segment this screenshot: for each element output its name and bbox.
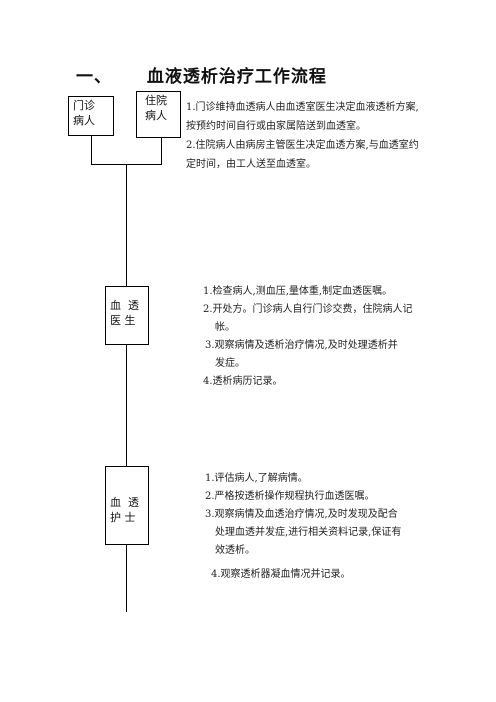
outpatient-label-line1: 门诊: [73, 99, 95, 112]
nurse-box: 血 透 护 士: [105, 466, 149, 545]
doctor-notes: 1.检查病人,测血压,量体重,制定血透医嘱。 2.开处方。门诊病人自行门诊交费，…: [203, 283, 413, 391]
doctor-note-line: 4.透析病历记录。: [203, 376, 283, 387]
nurse-note-line: 1.评估病人,了解病情。: [205, 473, 308, 484]
inpatient-label-line1: 住院: [145, 94, 167, 107]
nurse-label-line2: 护 士: [110, 511, 136, 524]
outpatient-down-line: [91, 136, 92, 165]
title-text: 血液透析治疗工作流程: [146, 67, 327, 87]
doctor-note-line: 2.开处方。门诊病人自行门诊交费，住院病人记: [203, 304, 413, 315]
admission-note-line: 1.门诊维持血透病人由血透室医生决定血液透析方案,: [186, 102, 419, 113]
inpatient-down-line: [161, 138, 162, 165]
nurse-note-line: 3.观察病情及血透治疗情况,及时发现及配合: [205, 509, 398, 520]
doctor-note-line: 帐。: [215, 322, 235, 333]
main-flow-line-2: [126, 345, 127, 466]
inpatient-label-line2: 病人: [145, 109, 167, 122]
nurse-note-line: 效透析。: [215, 545, 255, 556]
main-flow-line-1: [126, 164, 127, 286]
main-flow-line-3: [126, 545, 127, 612]
admission-note-line: 按预约时间自行或由家属陪送到血透室。: [186, 121, 366, 132]
doctor-note-line: 1.检查病人,测血压,量体重,制定血透医嘱。: [203, 286, 393, 297]
admission-notes: 1.门诊维持血透病人由血透室医生决定血液透析方案, 按预约时间自行或由家属陪送到…: [186, 98, 419, 174]
doctor-label-line2: 医 生: [110, 314, 136, 327]
nurse-note-line: 4.观察透析器凝血情况并记录。: [211, 569, 351, 580]
doctor-box: 血 透 医 生: [105, 286, 149, 345]
nurse-note-line: 处理血透并发症,进行相关资料记录,保证有: [215, 527, 402, 538]
doctor-note-line: 发症。: [215, 358, 245, 369]
doctor-label-line1: 血 透: [110, 299, 139, 312]
section-number: 一、: [76, 67, 112, 87]
nurse-notes: 1.评估病人,了解病情。 2.严格按透析操作规程执行血透医嘱。 3.观察病情及血…: [203, 470, 401, 584]
admission-note-line: 2.住院病人由病房主管医生决定血透方案,与血透室约: [186, 140, 419, 151]
doctor-note-line: 3.观察病情及透析治疗情况,及时处理透析并: [205, 340, 398, 351]
admission-note-line: 定时间，由工人送至血透室。: [186, 159, 316, 170]
outpatient-box: 门诊 病人: [68, 96, 114, 136]
nurse-note-line: 2.严格按透析操作规程执行血透医嘱。: [205, 491, 375, 502]
inpatient-box: 住院 病人: [136, 91, 181, 138]
outpatient-label-line2: 病人: [73, 114, 95, 127]
nurse-label-line1: 血 透: [110, 496, 139, 509]
page-title: 一、 血液透析治疗工作流程: [76, 62, 327, 87]
